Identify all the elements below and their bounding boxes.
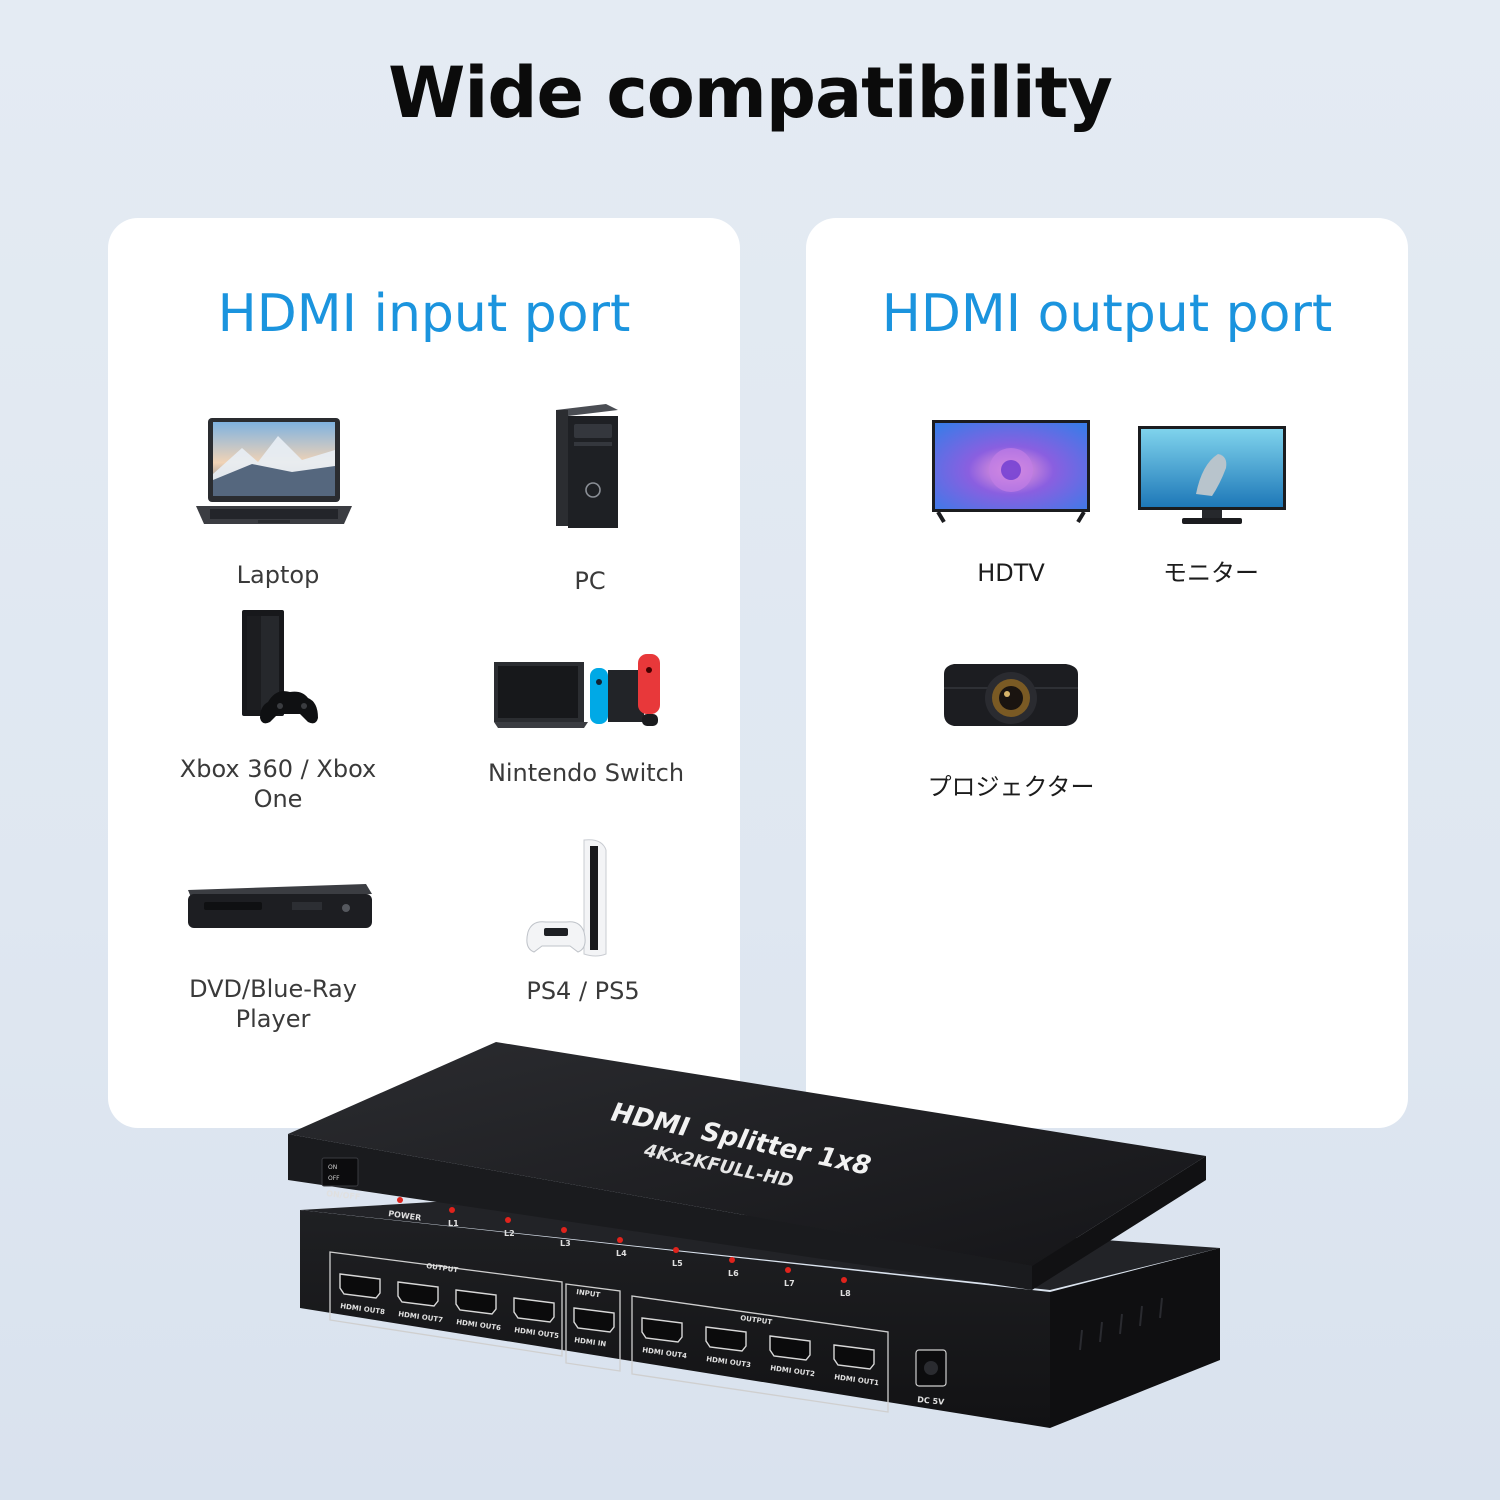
splitter-lower-front — [300, 1210, 1050, 1428]
output-panel-title: HDMI output port — [881, 284, 1333, 344]
handheld-console-icon — [494, 654, 660, 728]
splitter-lower-side — [1050, 1248, 1220, 1428]
hdmi-port-socket[interactable] — [833, 1344, 875, 1370]
switch-on-label: ON — [328, 1164, 337, 1171]
input-group-frame — [565, 1283, 621, 1372]
led-l1 — [449, 1207, 455, 1213]
laptop-icon — [196, 418, 352, 524]
device-laptop: Laptop — [188, 414, 368, 589]
led-l8 — [841, 1277, 847, 1283]
device-pc: PC — [500, 404, 680, 595]
device-dvd-player: DVD/Blue-Ray Player — [168, 878, 378, 1038]
device-label-laptop: Laptop — [236, 561, 320, 589]
switch-off-label: OFF — [328, 1175, 340, 1182]
led-l4 — [617, 1237, 623, 1243]
monitor-icon — [1138, 426, 1286, 524]
led-label-l6: L6 — [728, 1269, 739, 1278]
led-l3 — [561, 1227, 567, 1233]
led-l2 — [505, 1217, 511, 1223]
hdmi-port-socket[interactable] — [455, 1289, 497, 1315]
switch-label: ON/OFF — [326, 1189, 361, 1202]
device-label-hdtv: HDTV — [977, 559, 1045, 587]
device-label-xbox: Xbox 360 / Xbox One — [179, 755, 377, 813]
device-nintendo-switch: Nintendo Switch — [480, 648, 692, 808]
hdmi-port-socket[interactable] — [339, 1273, 381, 1299]
led-label-l2: L2 — [504, 1229, 515, 1238]
led-label-l1: L1 — [448, 1219, 459, 1228]
dc-label: DC 5V — [917, 1395, 946, 1407]
power-led — [397, 1197, 403, 1203]
device-label-pc: PC — [574, 567, 606, 595]
led-l6 — [729, 1257, 735, 1263]
hdmi-port-socket[interactable] — [513, 1297, 555, 1323]
led-label-l7: L7 — [784, 1279, 795, 1288]
device-label-ps5: PS4 / PS5 — [526, 977, 640, 1005]
dvd-player-icon — [188, 884, 372, 928]
side-vents — [1079, 1297, 1163, 1351]
led-l5 — [673, 1247, 679, 1253]
device-ps5: PS4 / PS5 — [498, 836, 668, 1006]
output-group-frame-left — [329, 1251, 563, 1357]
hdmi-port-socket[interactable] — [705, 1326, 747, 1352]
device-label-dvd-line2: Player — [235, 1005, 311, 1033]
led-label-l8: L8 — [840, 1289, 851, 1298]
hdmi-port-socket[interactable] — [573, 1307, 615, 1333]
led-label-l4: L4 — [616, 1249, 627, 1258]
output-devices-panel: HDMI output port HDTV — [806, 218, 1408, 1128]
device-monitor: モニター — [1126, 424, 1296, 588]
output-group-frame-right — [631, 1295, 889, 1413]
led-label-l5: L5 — [672, 1259, 683, 1268]
splitter-upper-front — [288, 1134, 1032, 1290]
desktop-tower-icon — [556, 404, 618, 528]
splitter-upper-side — [1032, 1156, 1206, 1290]
device-label-monitor: モニター — [1163, 559, 1259, 587]
ps5-icon — [526, 839, 607, 957]
device-label-nintendo-switch: Nintendo Switch — [487, 759, 685, 787]
device-hdtv: HDTV — [926, 418, 1096, 588]
input-devices-panel: HDMI input port Laptop — [108, 218, 740, 1128]
projector-icon — [944, 664, 1078, 726]
game-console-icon — [242, 610, 318, 724]
device-label-dvd-line1: DVD/Blue-Ray — [189, 975, 357, 1003]
hdmi-port-socket[interactable] — [641, 1317, 683, 1343]
device-xbox: Xbox 360 / Xbox One — [158, 608, 398, 813]
hdmi-port[interactable]: HDMI OUT3 — [705, 1326, 752, 1369]
splitter-upper-top — [288, 1042, 1206, 1266]
tv-icon — [932, 420, 1090, 524]
device-projector: プロジェクター — [916, 658, 1106, 808]
device-label-projector: プロジェクター — [927, 773, 1095, 801]
hdmi-port-socket[interactable] — [769, 1335, 811, 1361]
hdmi-splitter-device: HDMI Splitter 1x8 4Kx2KFULL-HD ON OFF ON… — [288, 1042, 1220, 1428]
input-panel-title: HDMI input port — [217, 284, 631, 344]
power-switch[interactable] — [321, 1157, 359, 1187]
led-label-l3: L3 — [560, 1239, 571, 1248]
input-group-label: INPUT — [576, 1288, 601, 1299]
page-headline: Wide compatibility — [388, 52, 1113, 134]
led-l7 — [785, 1267, 791, 1273]
hdmi-port-socket[interactable] — [397, 1281, 439, 1307]
